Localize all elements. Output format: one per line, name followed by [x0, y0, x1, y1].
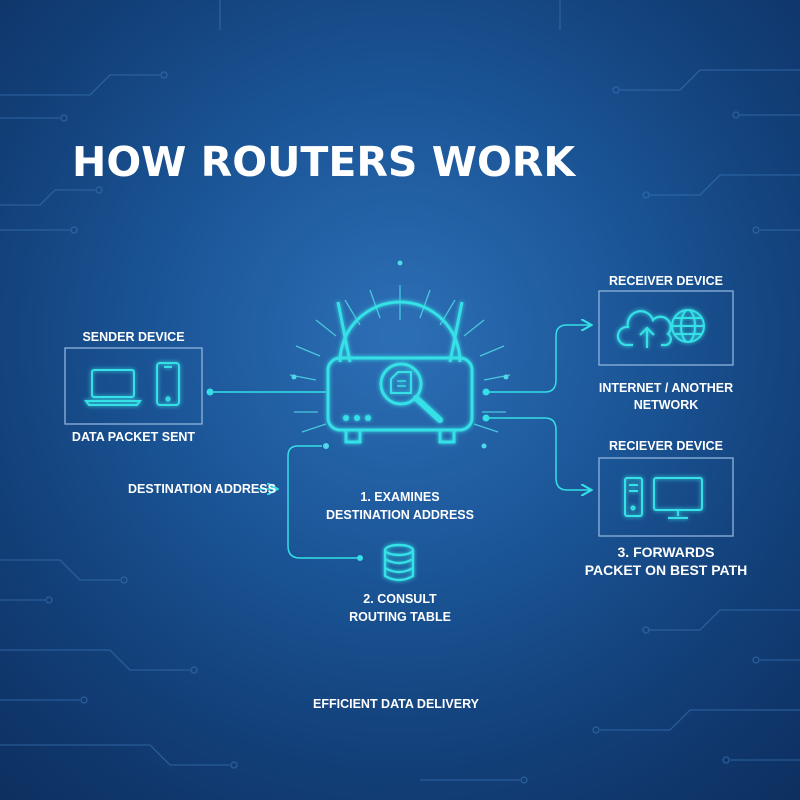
step1-line1: 1. EXAMINES: [360, 490, 440, 504]
router-icon: [326, 300, 474, 444]
destination-address-label: DESTINATION ADDRESS: [128, 482, 276, 496]
step3-line2: PACKET ON BEST PATH: [584, 562, 748, 578]
footer-caption: EFFICIENT DATA DELIVERY: [313, 697, 479, 711]
receiver-bottom-box: [598, 457, 734, 537]
sender-device-box: [64, 347, 203, 425]
router-to-receiver-bottom-line: [486, 417, 590, 490]
database-icon: [383, 543, 415, 582]
page-title: HOW ROUTERS WORK: [72, 138, 576, 186]
phone-icon: [156, 362, 180, 406]
laptop-icon: [84, 369, 142, 406]
monitor-icon: [653, 477, 703, 519]
sender-device-heading: SENDER DEVICE: [82, 330, 185, 344]
receiver-top-caption-line2: NETWORK: [633, 398, 699, 412]
magnifier-icon: [379, 362, 443, 423]
step1-line2: DESTINATION ADDRESS: [326, 508, 474, 522]
router-status-lights: [343, 415, 371, 421]
desktop-tower-icon: [624, 477, 643, 517]
receiver-top-heading: RECEIVER DEVICE: [609, 274, 723, 288]
receiver-top-caption-line1: INTERNET / ANOTHER: [598, 381, 734, 395]
globe-icon: [671, 309, 705, 343]
receiver-bottom-heading: RECIEVER DEVICE: [609, 439, 723, 453]
receiver-top-box: [598, 290, 734, 366]
cloud-upload-icon: [616, 310, 672, 348]
routing-table-connector: [287, 445, 360, 559]
step3-line1: 3. FORWARDS: [617, 544, 715, 560]
step2-line1: 2. CONSULT: [363, 592, 437, 606]
router-to-receiver-top-line: [486, 325, 590, 393]
data-packet-sent-caption: DATA PACKET SENT: [71, 430, 196, 444]
step2-line2: ROUTING TABLE: [349, 610, 451, 624]
